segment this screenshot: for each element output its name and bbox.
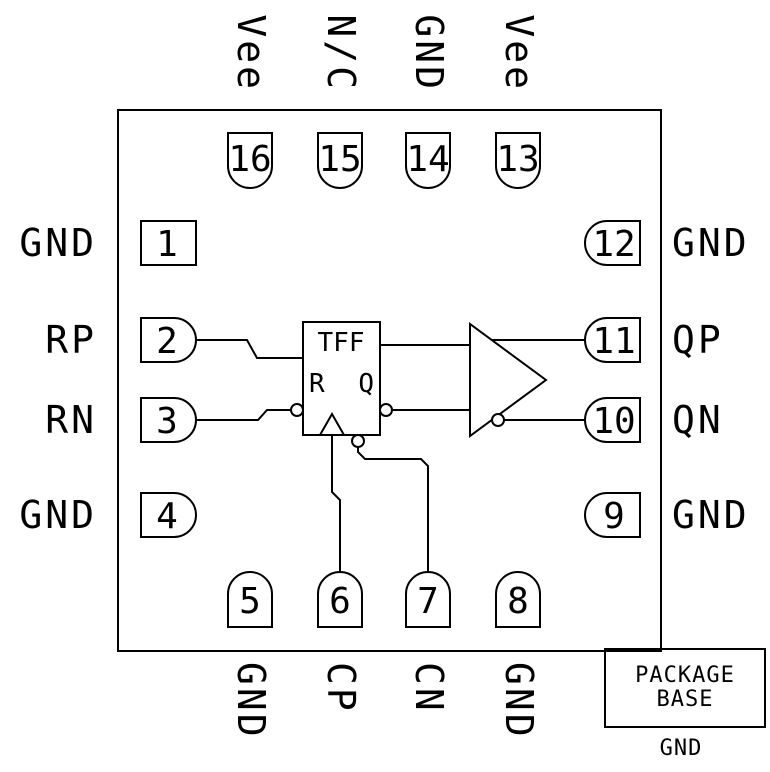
clock-edge-icon xyxy=(319,411,345,436)
pin-13: 13 Vee xyxy=(495,14,541,189)
pin-12-label: GND xyxy=(672,221,750,265)
pin-2: 2 RP xyxy=(45,317,197,363)
pin-6-label: CP xyxy=(319,662,363,714)
pin-9: 9 GND xyxy=(584,492,750,538)
pin-7: 7 CN xyxy=(405,571,451,714)
pin-1-label: GND xyxy=(19,221,97,265)
pin-9-shape xyxy=(584,492,641,538)
pin-16-shape xyxy=(227,132,273,189)
pin-15-label: N/C xyxy=(319,14,363,92)
tff-title: TFF xyxy=(318,328,365,358)
pin-3-number: 3 xyxy=(156,401,178,442)
pin-11: 11 QP xyxy=(584,317,724,363)
pin-13-number: 13 xyxy=(496,139,539,180)
pin-5: 5 GND xyxy=(227,571,273,740)
pin-8-number: 8 xyxy=(507,581,529,622)
pin-14-shape xyxy=(405,132,451,189)
pin-5-label: GND xyxy=(229,662,273,740)
pin-1-shape xyxy=(140,220,197,266)
pin-8-label: GND xyxy=(497,662,541,740)
package-base: PACKAGE BASE GND xyxy=(604,648,766,761)
pin-16: 16 Vee xyxy=(227,14,273,189)
qbar-inversion-bubble-icon xyxy=(379,403,393,417)
pin-10: 10 QN xyxy=(584,397,724,443)
pin-10-label: QN xyxy=(672,398,724,442)
pin-4-label: GND xyxy=(19,493,97,537)
pin-3-label: RN xyxy=(45,398,97,442)
pin-9-number: 9 xyxy=(603,496,625,537)
pin-12-number: 12 xyxy=(592,224,635,265)
pin-2-shape xyxy=(140,317,197,363)
cn-inversion-bubble-icon xyxy=(351,434,365,448)
package-base-box xyxy=(604,648,766,728)
pin-15: 15 N/C xyxy=(317,14,363,189)
pin-11-label: QP xyxy=(672,318,724,362)
pin-2-number: 2 xyxy=(156,321,178,362)
pin-8-shape xyxy=(495,571,541,628)
pin-15-shape xyxy=(317,132,363,189)
cn-wire xyxy=(357,447,429,572)
pin-3-shape xyxy=(140,397,197,443)
pin-14-label: GND xyxy=(407,14,451,92)
tff-box xyxy=(302,321,381,436)
pin-9-label: GND xyxy=(672,493,750,537)
pin-1: 1 GND xyxy=(19,220,197,266)
pin-16-label: Vee xyxy=(229,14,273,92)
package-base-label-line1: PACKAGE xyxy=(635,663,735,688)
pin-14: 14 GND xyxy=(405,14,451,189)
pin-14-number: 14 xyxy=(406,139,449,180)
cp-wire xyxy=(331,435,341,572)
rn-inversion-bubble-icon xyxy=(290,403,304,417)
chip-outline xyxy=(117,109,662,652)
pin-8: 8 GND xyxy=(495,571,541,740)
pin-5-shape xyxy=(227,571,273,628)
tff-q-label: Q xyxy=(358,369,374,399)
pin-13-label: Vee xyxy=(497,14,541,92)
pin-7-shape xyxy=(405,571,451,628)
package-base-label-line2: BASE xyxy=(657,687,714,712)
pin-10-shape xyxy=(584,397,641,443)
rp-wire xyxy=(196,339,303,359)
pin-7-label: CN xyxy=(407,662,451,714)
pin-15-number: 15 xyxy=(318,139,361,180)
pin-10-number: 10 xyxy=(592,401,635,442)
pin-11-shape xyxy=(584,317,641,363)
pin-12: 12 GND xyxy=(584,220,750,266)
pin-6-shape xyxy=(317,571,363,628)
output-buffer-triangle-icon xyxy=(469,322,548,438)
package-base-gnd-label: GND xyxy=(660,736,703,761)
pin-4: 4 GND xyxy=(19,492,197,538)
pin-6: 6 CP xyxy=(317,571,363,714)
pin-16-number: 16 xyxy=(228,139,271,180)
pin-7-number: 7 xyxy=(417,581,439,622)
tff-r-label: R xyxy=(309,369,325,399)
qn-inversion-bubble-icon xyxy=(491,413,505,427)
pin-3: 3 RN xyxy=(45,397,197,443)
pin-11-number: 11 xyxy=(592,321,635,362)
pin-5-number: 5 xyxy=(239,581,261,622)
pin-13-shape xyxy=(495,132,541,189)
pin-4-number: 4 xyxy=(156,496,178,537)
pin-12-shape xyxy=(584,220,641,266)
pin-6-number: 6 xyxy=(329,581,351,622)
pin-4-shape xyxy=(140,492,197,538)
pin-2-label: RP xyxy=(45,318,97,362)
pin-1-number: 1 xyxy=(156,224,178,265)
rn-wire xyxy=(196,409,291,421)
